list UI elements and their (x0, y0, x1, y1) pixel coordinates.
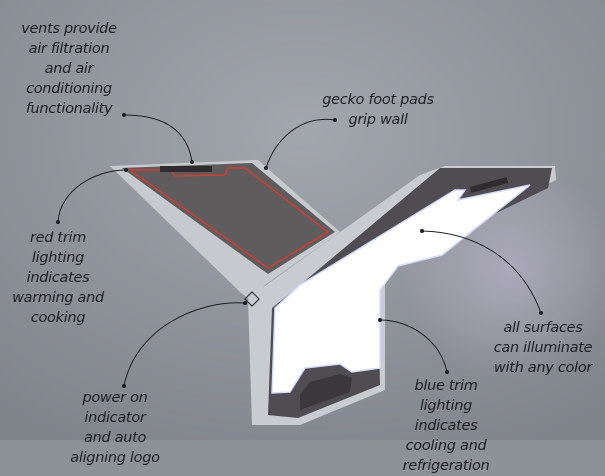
illuminated-panel (271, 184, 531, 394)
kitchen-shelf-device (110, 160, 556, 425)
annotation-line: cooking (30, 310, 86, 326)
gecko-annotation: gecko foot pads grip wall (313, 90, 443, 130)
annotation-line: blue trim (414, 378, 478, 394)
annotation-line: lighting (31, 250, 85, 266)
power-annotation: power on indicator and auto aligning log… (62, 388, 168, 468)
annotation-line: functionality (25, 101, 113, 117)
annotation-line: and air (44, 61, 94, 77)
bottom-vent-grille (300, 374, 352, 410)
red-trim-annotation: red trim lighting indicates warming and … (0, 228, 116, 328)
left-vent-grille (160, 166, 212, 172)
leader-dots (56, 113, 543, 388)
annotation-line: lighting (419, 398, 473, 414)
annotation-line: conditioning (26, 81, 112, 97)
annotation-line: gecko foot pads (322, 92, 434, 108)
surfaces-annotation: all surfaces can illuminate with any col… (484, 318, 602, 378)
annotation-line: cooling and (405, 438, 487, 454)
annotation-line: with any color (493, 360, 593, 376)
logo-icon (244, 291, 260, 307)
annotation-line: vents provide (21, 21, 117, 37)
annotation-line: refrigeration (402, 458, 490, 474)
annotation-line: all surfaces (503, 320, 583, 336)
annotation-line: indicates (414, 418, 478, 434)
annotation-line: air filtration (28, 41, 110, 57)
right-vent-grille (469, 177, 509, 193)
leader-lines (57, 114, 542, 387)
vents-annotation: vents provide air filtration and air con… (8, 19, 130, 119)
annotation-line: aligning logo (70, 450, 160, 466)
annotation-line: power on (82, 390, 148, 406)
blue-trim-annotation: blue trim lighting indicates cooling and… (390, 376, 502, 476)
product-illustration (0, 0, 605, 440)
annotation-line: indicates (26, 270, 90, 286)
annotation-line: warming and (12, 290, 104, 306)
annotation-line: grip wall (348, 112, 408, 128)
annotation-line: indicator (84, 410, 146, 426)
annotation-line: red trim (29, 230, 87, 246)
annotation-line: can illuminate (493, 340, 593, 356)
annotation-line: and auto (83, 430, 147, 446)
